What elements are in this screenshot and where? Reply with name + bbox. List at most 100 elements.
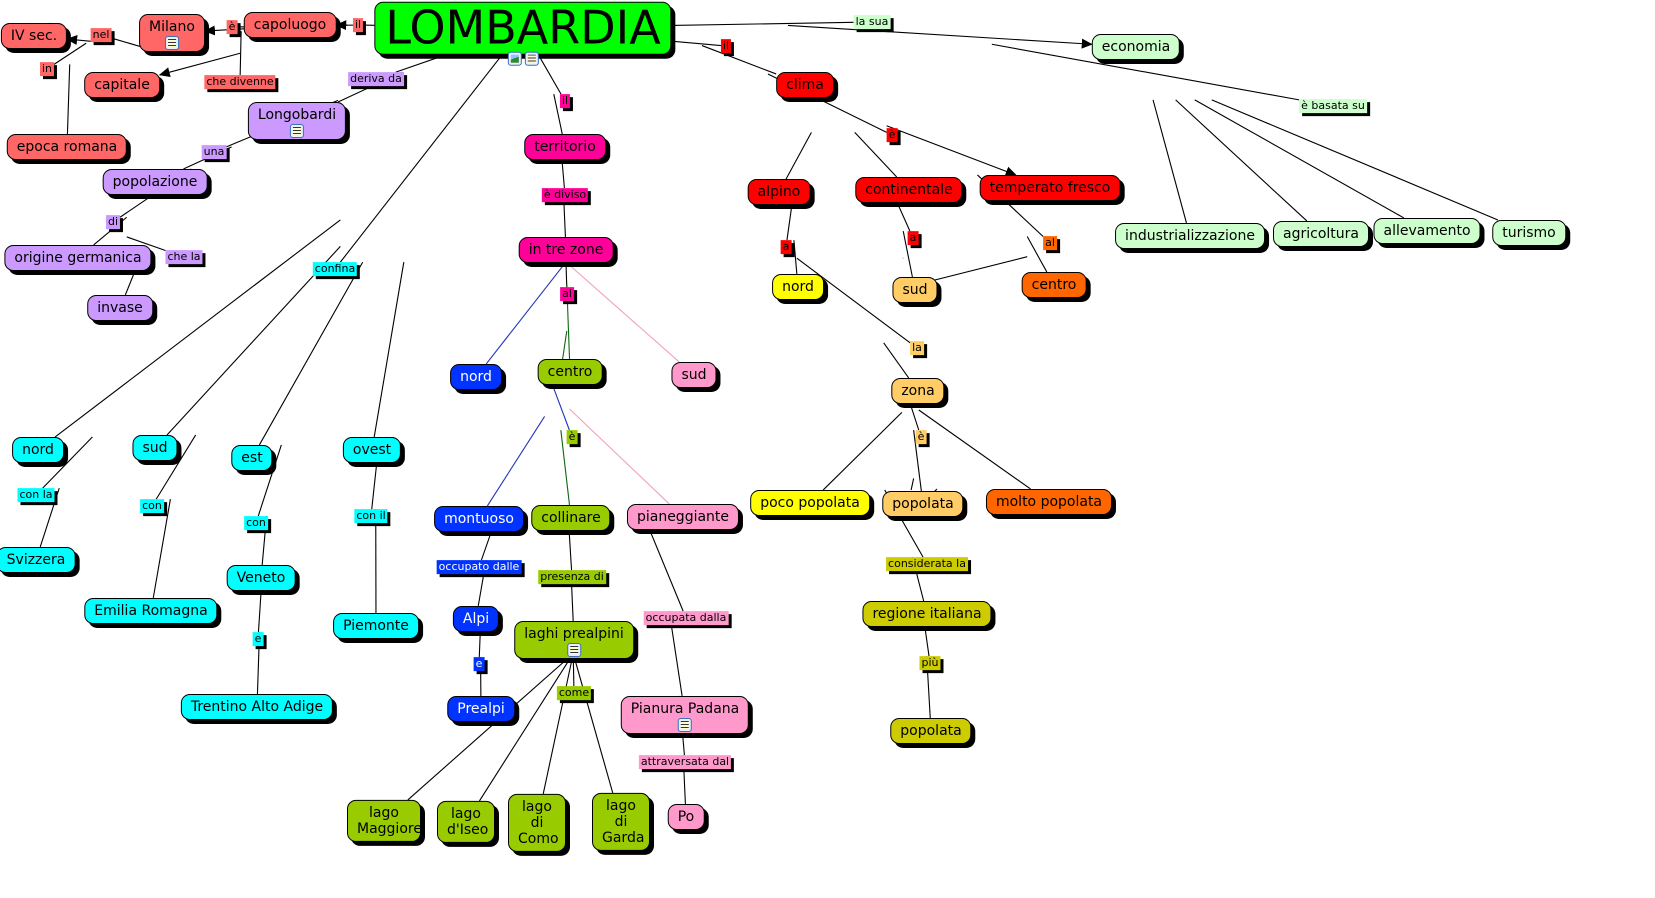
concept-label: Milano (149, 18, 195, 35)
concept-node-popolata[interactable]: popolata (882, 490, 964, 518)
concept-node-regione[interactable]: regione italiana (862, 600, 992, 628)
resource-icons (524, 643, 624, 658)
concept-node-montuoso[interactable]: montuoso (434, 505, 524, 533)
linking-phrase-l_di[interactable]: di (105, 215, 121, 229)
concept-node-z_centro[interactable]: centro (1021, 271, 1087, 299)
concept-node-t_centro[interactable]: centro (537, 358, 603, 386)
concept-node-c_est[interactable]: est (231, 444, 273, 472)
linking-phrase-l_il1[interactable]: il (352, 18, 364, 32)
concept-node-garda[interactable]: lago di Garda (592, 792, 650, 852)
linking-phrase-l_occupato[interactable]: occupato dalle (436, 560, 522, 574)
linking-phrase-l_lasua[interactable]: la sua (853, 15, 891, 29)
linking-phrase-l_a2[interactable]: a (907, 231, 919, 245)
concept-node-pianeggiante[interactable]: pianeggiante (626, 503, 740, 531)
linking-phrase-l_al2[interactable]: al (1043, 236, 1057, 250)
linking-phrase-l_una[interactable]: una (201, 145, 227, 159)
linking-phrase-l_occupata[interactable]: occupata dalla (643, 611, 729, 625)
linking-phrase-l_conil[interactable]: con il (354, 509, 388, 523)
concept-node-clima[interactable]: clima (776, 71, 834, 99)
linking-phrase-l_al1[interactable]: al (560, 287, 574, 301)
concept-node-pianura[interactable]: Pianura Padana (620, 695, 750, 735)
concept-node-poco[interactable]: poco popolata (750, 489, 870, 517)
concept-node-como[interactable]: lago di Como (508, 793, 566, 853)
concept-node-c_sud[interactable]: sud (132, 434, 178, 462)
connection-l_basata-to-industria (1152, 99, 1187, 224)
concept-node-prealpi[interactable]: Prealpi (447, 695, 515, 723)
concept-node-t_nord[interactable]: nord (450, 363, 502, 391)
document-icon[interactable] (289, 124, 304, 139)
concept-node-t_sud[interactable]: sud (671, 361, 717, 389)
linking-phrase-l_e_ven[interactable]: e (252, 632, 264, 646)
concept-node-longobardi[interactable]: Longobardi (247, 101, 347, 141)
concept-node-zona[interactable]: zona (891, 377, 945, 405)
document-icon[interactable] (524, 51, 539, 66)
concept-node-iseo[interactable]: lago d'Iseo (437, 800, 495, 844)
linking-phrase-l_in[interactable]: in (39, 62, 55, 76)
concept-node-invase[interactable]: invase (87, 294, 153, 322)
linking-phrase-l_con1[interactable]: con (140, 499, 164, 513)
concept-node-continentale[interactable]: continentale (855, 176, 963, 204)
linking-phrase-l_e3[interactable]: è (886, 128, 898, 142)
concept-node-territorio[interactable]: territorio (524, 133, 606, 161)
concept-node-allevamento[interactable]: allevamento (1373, 217, 1481, 245)
concept-node-alpi[interactable]: Alpi (452, 605, 500, 633)
concept-node-c_ovest[interactable]: ovest (342, 436, 402, 464)
linking-phrase-l_chedivenne[interactable]: che divenne (204, 75, 276, 89)
linking-phrase-l_e4[interactable]: è (915, 430, 927, 444)
linking-phrase-l_attraversata[interactable]: attraversata dal (638, 755, 732, 769)
document-icon[interactable] (164, 36, 179, 51)
linking-phrase-l_considerata[interactable]: considerata la (886, 557, 968, 571)
image-icon[interactable] (507, 51, 522, 66)
concept-node-c_nord[interactable]: nord (12, 436, 64, 464)
linking-phrase-l_chela[interactable]: che la (165, 250, 203, 264)
linking-phrase-l_ediviso[interactable]: è diviso (541, 188, 589, 202)
document-icon[interactable] (567, 643, 581, 658)
concept-node-z_nord[interactable]: nord (772, 273, 824, 301)
linking-phrase-l_presenza[interactable]: presenza di (538, 570, 606, 584)
concept-node-svizzera[interactable]: Svizzera (0, 546, 76, 574)
concept-node-epoca[interactable]: epoca romana (6, 133, 128, 161)
concept-node-maggiore[interactable]: lago Maggiore (347, 799, 422, 843)
linking-phrase-l_nel[interactable]: nel (90, 28, 112, 42)
concept-node-piemonte[interactable]: Piemonte (333, 612, 419, 640)
linking-phrase-l_il2[interactable]: il (559, 94, 571, 108)
linking-phrase-l_e_alpi[interactable]: e (473, 657, 485, 671)
linking-phrase-l_deriva[interactable]: deriva da (348, 72, 404, 86)
linking-phrase-l_con2[interactable]: con (244, 516, 268, 530)
linking-phrase-l_conla[interactable]: con la (17, 488, 55, 502)
concept-node-capitale[interactable]: capitale (84, 71, 160, 99)
concept-node-veneto[interactable]: Veneto (226, 564, 296, 592)
concept-node-origine[interactable]: origine germanica (4, 244, 152, 272)
concept-node-capoluogo[interactable]: capoluogo (243, 11, 337, 39)
concept-node-agricoltura[interactable]: agricoltura (1273, 220, 1369, 248)
concept-node-emilia[interactable]: Emilia Romagna (84, 597, 218, 625)
concept-node-milano[interactable]: Milano (139, 13, 205, 53)
linking-phrase-l_come[interactable]: come (556, 686, 592, 700)
concept-node-turismo[interactable]: turismo (1492, 219, 1566, 247)
linking-phrase-l_confina[interactable]: confina (312, 262, 358, 276)
linking-phrase-l_il3[interactable]: il (720, 39, 732, 53)
concept-node-economia[interactable]: economia (1091, 33, 1181, 61)
concept-label: industrializzazione (1125, 227, 1255, 244)
linking-phrase-l_basata[interactable]: è basata su (1299, 99, 1367, 113)
concept-node-industria[interactable]: industrializzazione (1115, 222, 1265, 250)
linking-phrase-l_e2[interactable]: è (566, 430, 578, 444)
concept-node-popolazione[interactable]: popolazione (102, 168, 208, 196)
document-icon[interactable] (677, 718, 692, 733)
concept-node-trezone[interactable]: in tre zone (518, 236, 614, 264)
linking-phrase-l_a1[interactable]: a (780, 240, 792, 254)
linking-phrase-l_la[interactable]: la (910, 341, 924, 355)
concept-node-z_sud[interactable]: sud (892, 276, 938, 304)
concept-node-popolata2[interactable]: popolata (890, 717, 972, 745)
concept-node-alpino[interactable]: alpino (747, 178, 811, 206)
concept-node-ivsec[interactable]: IV sec. (0, 22, 68, 50)
concept-node-molto[interactable]: molto popolata (985, 488, 1113, 516)
concept-node-po[interactable]: Po (667, 803, 705, 831)
concept-node-laghi[interactable]: laghi prealpini (514, 620, 634, 660)
linking-phrase-l_piu[interactable]: più (919, 656, 941, 670)
concept-node-lombardia[interactable]: LOMBARDIA (374, 1, 672, 66)
concept-node-temperato[interactable]: temperato fresco (979, 174, 1121, 202)
concept-node-trentino[interactable]: Trentino Alto Adige (180, 693, 334, 721)
concept-node-collinare[interactable]: collinare (531, 504, 611, 532)
linking-phrase-l_e1[interactable]: è (226, 20, 238, 34)
